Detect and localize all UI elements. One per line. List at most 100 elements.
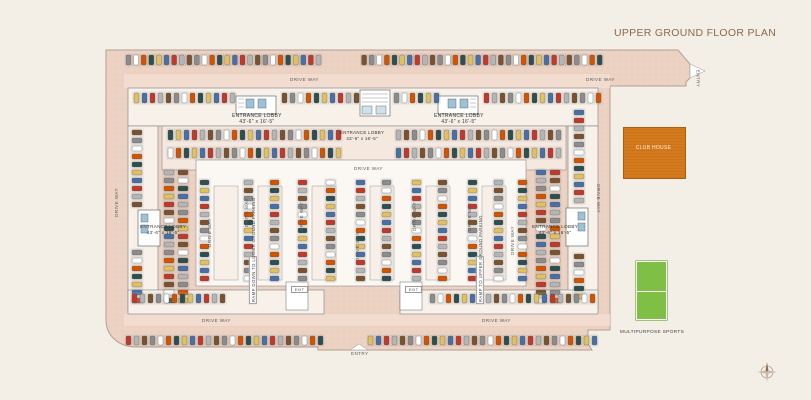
parking-bay (324, 194, 337, 203)
lobby-label-west: ENTRANCE LOBBY 43'-6" x 16'-5" (140, 224, 186, 236)
parking-bay (532, 292, 541, 305)
parking-bay (398, 53, 406, 67)
parked-car (163, 293, 170, 304)
parking-bay (162, 240, 176, 249)
parking-bay (554, 128, 563, 142)
parking-bay (242, 226, 255, 235)
parking-bay (542, 53, 551, 67)
parked-car (414, 54, 420, 66)
parked-car (131, 169, 143, 176)
parking-bay (428, 292, 437, 305)
parked-car (467, 219, 478, 226)
driveway-label-lane7: DRIVE WAY (509, 226, 515, 255)
parking-bay (316, 334, 325, 347)
parked-car (517, 219, 528, 226)
parked-car (325, 275, 336, 282)
parking-bay (478, 334, 487, 347)
parked-car (579, 92, 586, 104)
parked-car (247, 147, 254, 159)
parking-bay (410, 128, 419, 142)
parked-car (573, 117, 585, 124)
parking-bay (410, 234, 423, 243)
parked-car (205, 335, 212, 346)
parking-bay (262, 128, 271, 142)
parked-car (131, 185, 143, 192)
parked-car (555, 147, 562, 159)
parked-car (309, 335, 316, 346)
parking-bay (421, 53, 429, 67)
parked-car (381, 211, 392, 218)
parking-bay (366, 334, 375, 347)
sports-court (636, 261, 667, 320)
parked-car (270, 54, 276, 66)
parking-bay (380, 194, 393, 203)
parking-bay (130, 192, 144, 201)
parked-car (549, 193, 561, 200)
parked-car (493, 251, 504, 258)
parking-bay (212, 334, 221, 347)
parking-bay (406, 53, 414, 67)
parked-car (269, 203, 280, 210)
parked-car (237, 335, 244, 346)
parked-car (549, 185, 561, 192)
parked-car (493, 293, 500, 304)
parked-car (527, 335, 534, 346)
parking-bay (534, 240, 548, 249)
parking-bay (530, 128, 539, 142)
parking-bay (307, 53, 315, 67)
parked-car (591, 335, 598, 346)
parking-bay (424, 91, 433, 105)
parked-car (535, 201, 547, 208)
parking-bay (198, 178, 211, 187)
parked-car (453, 293, 460, 304)
parking-bay (436, 266, 449, 275)
parking-bay (516, 274, 529, 283)
parked-car (427, 129, 434, 141)
parking-bay (218, 292, 227, 305)
parked-car (517, 259, 528, 266)
parked-car (269, 275, 280, 282)
parked-car (407, 335, 414, 346)
parking-bay (514, 128, 523, 142)
parking-bay (284, 53, 292, 67)
parked-car (163, 281, 175, 288)
parking-bay (302, 128, 311, 142)
parked-car (467, 54, 474, 66)
parked-car (177, 225, 189, 232)
parked-car (573, 157, 585, 164)
parking-bay (436, 218, 449, 227)
parking-bay (296, 266, 309, 275)
parking-bay (198, 194, 211, 203)
lobby-name: ENTRANCE LOBBY (340, 130, 385, 135)
parking-bay (534, 248, 548, 257)
parking-bay (130, 292, 139, 305)
parked-car (403, 147, 410, 159)
parking-bay (548, 280, 562, 289)
parking-bay (572, 252, 586, 261)
parked-car (589, 54, 595, 66)
parking-bay (176, 232, 190, 241)
parked-car (381, 219, 392, 226)
parking-bay (497, 53, 505, 67)
parked-car (403, 129, 410, 141)
parking-bay (394, 146, 403, 160)
parking-bay (296, 202, 309, 211)
parked-car (269, 227, 280, 234)
parked-car (317, 335, 324, 346)
parked-car (156, 54, 162, 66)
parking-bay (410, 258, 423, 267)
parking-bay (216, 53, 224, 67)
parked-car (567, 335, 574, 346)
parked-car (411, 129, 418, 141)
parking-bay (398, 334, 407, 347)
parking-bay (190, 128, 199, 142)
parking-bay (162, 256, 176, 265)
parked-car (429, 54, 436, 66)
parked-car (269, 219, 280, 226)
parking-bay (354, 266, 367, 275)
parking-bay (572, 116, 586, 125)
parking-bay (326, 128, 335, 142)
parking-bay (198, 218, 211, 227)
parked-car (487, 335, 494, 346)
parked-car (443, 147, 450, 159)
